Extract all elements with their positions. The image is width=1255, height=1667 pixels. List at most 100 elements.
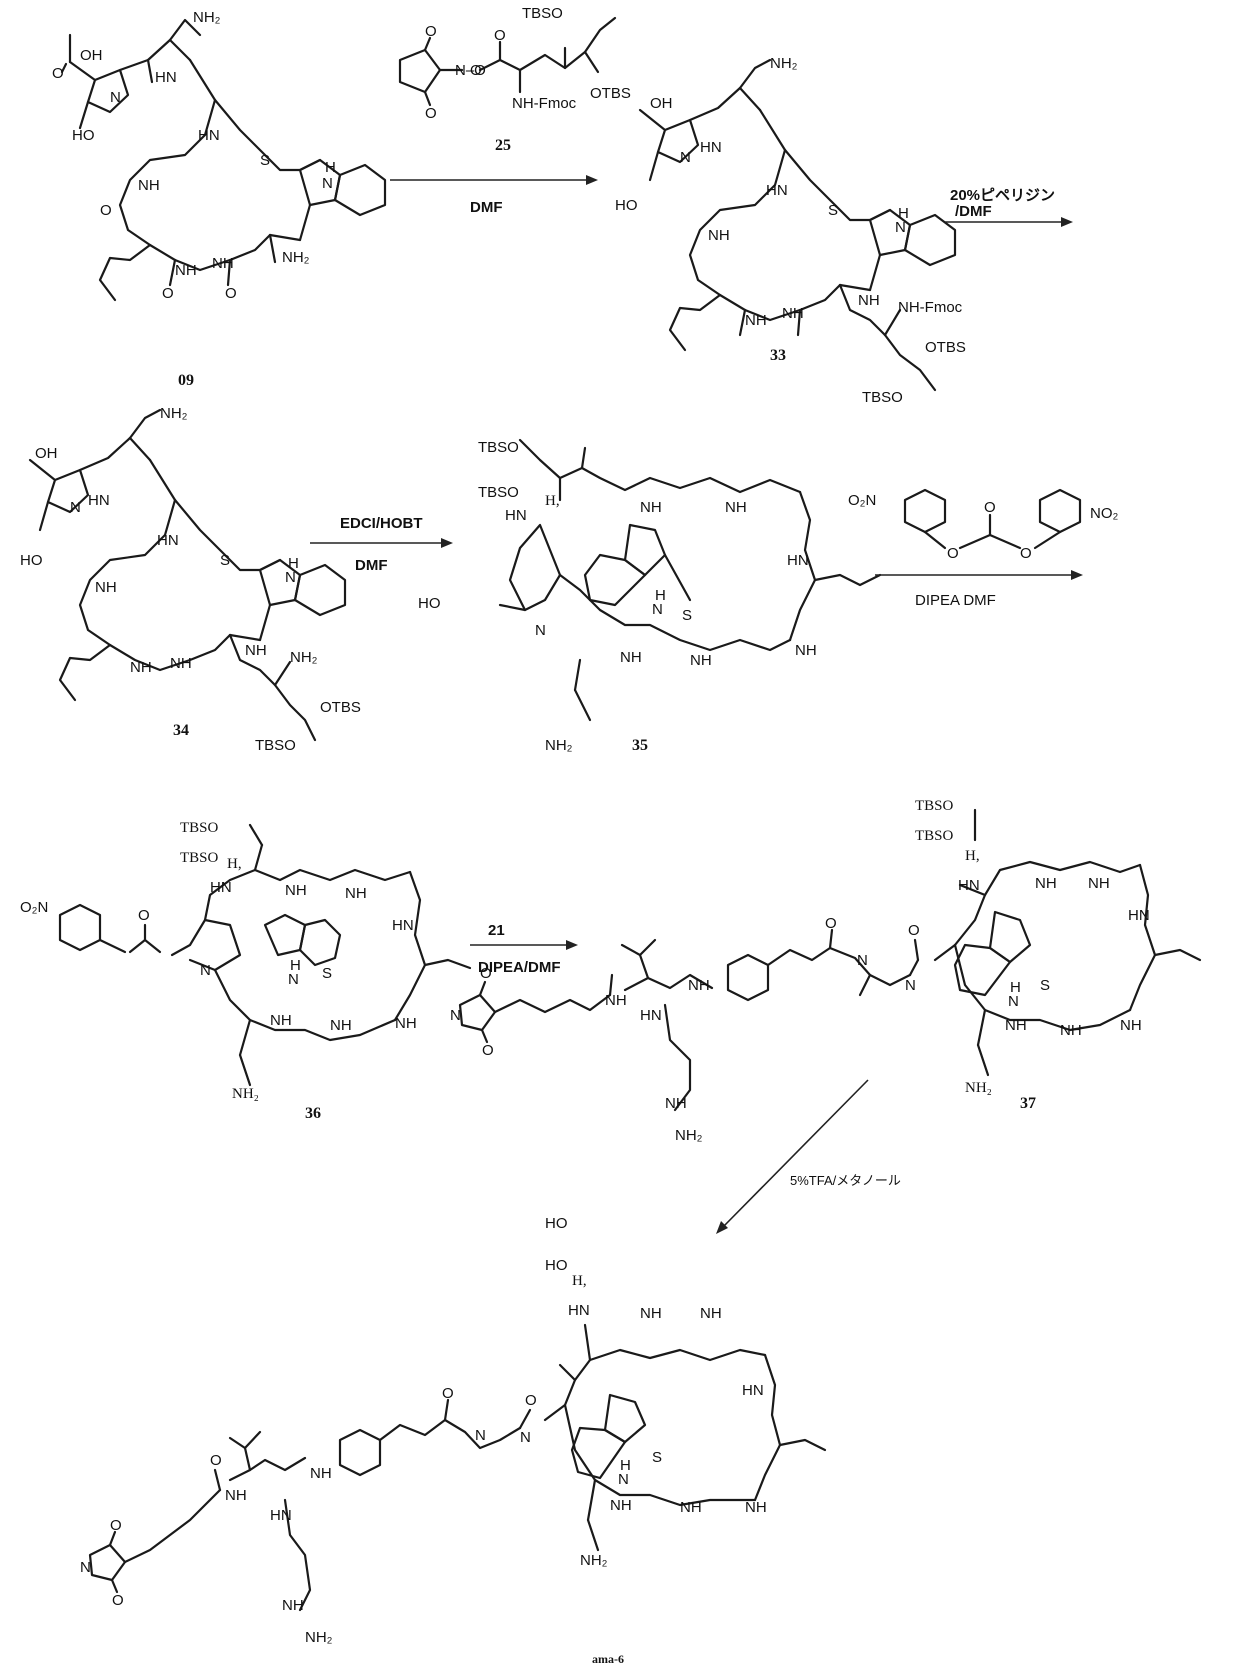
- svg-text:TBSO: TBSO: [522, 5, 563, 22]
- svg-text:NH: NH: [782, 305, 804, 322]
- svg-text:NH₂: NH₂: [290, 649, 318, 666]
- svg-text:H,: H,: [572, 1273, 587, 1289]
- svg-text:O: O: [112, 1592, 124, 1609]
- svg-text:HO: HO: [615, 197, 638, 214]
- svg-text:OH: OH: [35, 445, 58, 462]
- svg-text:OTBS: OTBS: [925, 339, 966, 356]
- svg-text:N: N: [618, 1471, 629, 1488]
- svg-text:NH: NH: [725, 499, 747, 516]
- svg-text:O: O: [110, 1517, 122, 1534]
- condition-step2-line2: /DMF: [955, 203, 992, 220]
- condition-step6: 5%TFA/メタノール: [790, 1173, 901, 1188]
- svg-text:NH: NH: [395, 1015, 417, 1032]
- svg-text:S: S: [220, 552, 230, 569]
- svg-text:NH₂: NH₂: [305, 1629, 333, 1646]
- svg-text:NH: NH: [665, 1095, 687, 1112]
- condition-step3-line2: DMF: [355, 557, 388, 574]
- svg-text:NH₂: NH₂: [282, 249, 310, 266]
- svg-text:NH: NH: [175, 262, 197, 279]
- svg-text:NH-Fmoc: NH-Fmoc: [512, 95, 577, 112]
- svg-text:O: O: [482, 1042, 494, 1059]
- svg-text:HN: HN: [270, 1507, 292, 1524]
- svg-text:NH: NH: [1120, 1017, 1142, 1034]
- label-36: 36: [305, 1105, 321, 1122]
- svg-text:HO: HO: [418, 595, 441, 612]
- label-34: 34: [173, 722, 189, 739]
- svg-text:O: O: [210, 1452, 222, 1469]
- svg-text:NH: NH: [270, 1012, 292, 1029]
- svg-text:HO: HO: [20, 552, 43, 569]
- svg-text:N: N: [285, 569, 296, 586]
- svg-text:H: H: [325, 159, 336, 176]
- condition-step2-line1: 20%ピペリジン: [950, 187, 1055, 204]
- svg-text:O: O: [947, 545, 959, 562]
- svg-text:HN: HN: [640, 1007, 662, 1024]
- svg-text:N: N: [905, 977, 916, 994]
- label-35: 35: [632, 737, 648, 754]
- label-09: 09: [178, 372, 194, 389]
- svg-text:HN: HN: [766, 182, 788, 199]
- svg-text:NH₂: NH₂: [545, 737, 573, 754]
- svg-text:HN: HN: [210, 879, 232, 896]
- condition-step4: DIPEA DMF: [915, 592, 996, 609]
- svg-text:TBSO: TBSO: [478, 484, 519, 501]
- svg-text:TBSO: TBSO: [180, 850, 219, 866]
- svg-text:N: N: [895, 219, 906, 236]
- svg-text:NH: NH: [620, 649, 642, 666]
- svg-text:HO: HO: [545, 1215, 568, 1232]
- svg-text:NH: NH: [795, 642, 817, 659]
- svg-text:N: N: [680, 149, 691, 166]
- svg-text:NH: NH: [640, 1305, 662, 1322]
- svg-text:N: N: [70, 499, 81, 516]
- svg-text:N: N: [322, 175, 333, 192]
- svg-text:S: S: [652, 1449, 662, 1466]
- svg-text:H,: H,: [227, 856, 242, 872]
- condition-step5-line1: 21: [488, 922, 505, 939]
- svg-text:S: S: [260, 152, 270, 169]
- svg-text:N–O: N–O: [455, 62, 486, 79]
- svg-text:O₂N: O₂N: [848, 492, 876, 509]
- svg-text:HN: HN: [155, 69, 177, 86]
- svg-text:N: N: [200, 962, 211, 979]
- svg-text:HN: HN: [787, 552, 809, 569]
- condition-step1: DMF: [470, 199, 503, 216]
- svg-text:O₂N: O₂N: [20, 899, 48, 916]
- svg-text:HN: HN: [505, 507, 527, 524]
- svg-text:S: S: [1040, 977, 1050, 994]
- svg-text:O: O: [494, 27, 506, 44]
- svg-text:NH: NH: [310, 1465, 332, 1482]
- svg-text:H,: H,: [545, 493, 560, 509]
- svg-text:NH: NH: [212, 255, 234, 272]
- structure-35: [500, 440, 880, 720]
- svg-text:NH: NH: [285, 882, 307, 899]
- condition-step3-line1: EDCI/HOBT: [340, 515, 423, 532]
- svg-text:TBSO: TBSO: [915, 828, 954, 844]
- svg-text:N: N: [520, 1429, 531, 1446]
- svg-text:TBSO: TBSO: [915, 798, 954, 814]
- svg-text:N: N: [110, 89, 121, 106]
- svg-text:NH: NH: [345, 885, 367, 902]
- svg-text:O: O: [52, 65, 64, 82]
- svg-text:NH₂: NH₂: [965, 1080, 992, 1096]
- svg-text:NH: NH: [130, 659, 152, 676]
- svg-text:HN: HN: [392, 917, 414, 934]
- svg-text:NH-Fmoc: NH-Fmoc: [898, 299, 963, 316]
- svg-text:N: N: [288, 971, 299, 988]
- svg-text:S: S: [322, 965, 332, 982]
- svg-text:NH: NH: [1060, 1022, 1082, 1039]
- svg-text:O: O: [100, 202, 112, 219]
- svg-text:TBSO: TBSO: [180, 820, 219, 836]
- svg-text:HN: HN: [700, 139, 722, 156]
- structure-ama-6: [90, 1325, 825, 1610]
- svg-text:O: O: [425, 105, 437, 122]
- structure-36: [60, 825, 470, 1085]
- svg-text:NH: NH: [690, 652, 712, 669]
- svg-text:N: N: [475, 1427, 486, 1444]
- svg-text:NH: NH: [745, 312, 767, 329]
- svg-text:HN: HN: [568, 1302, 590, 1319]
- svg-text:NH₂: NH₂: [580, 1552, 608, 1569]
- svg-text:N: N: [1008, 993, 1019, 1010]
- svg-text:NH₂: NH₂: [232, 1086, 259, 1102]
- label-25: 25: [495, 137, 511, 154]
